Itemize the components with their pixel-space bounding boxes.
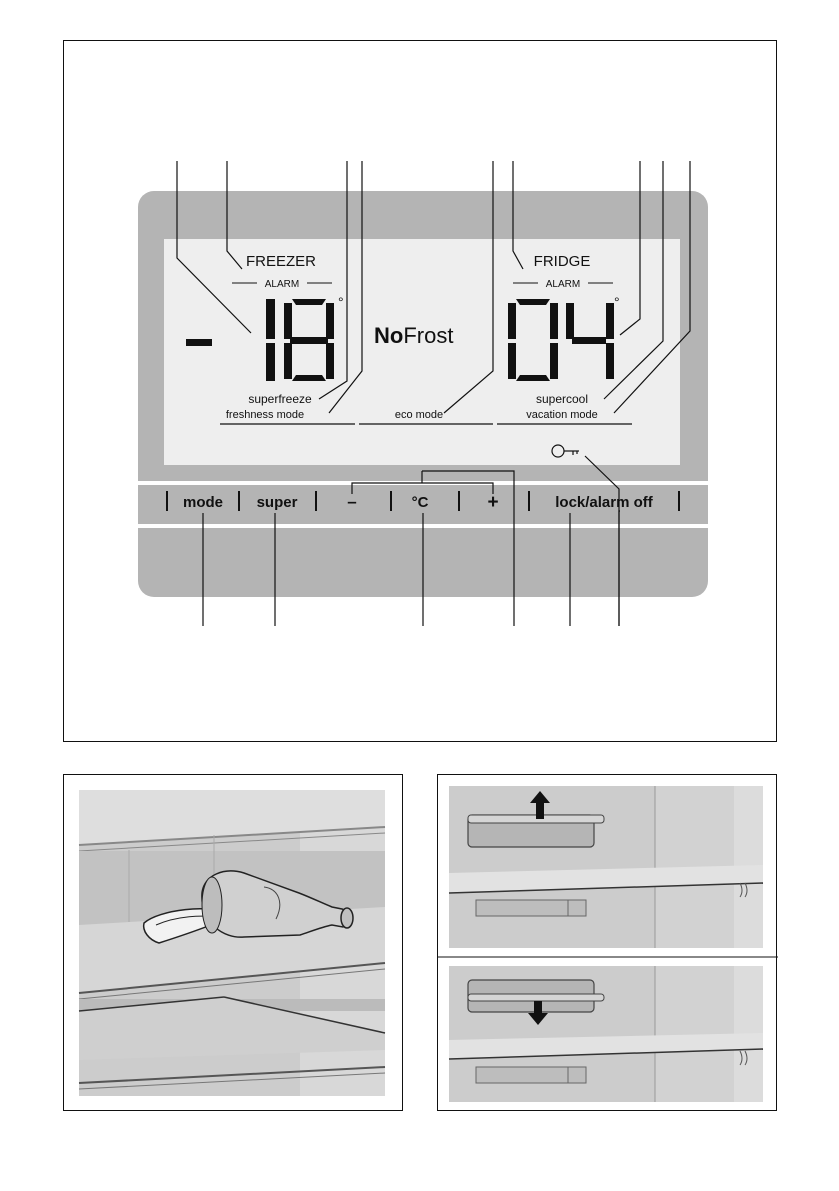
fridge-temp-digits [508,299,614,381]
key-icon [551,444,579,458]
fridge-alarm-label: ALARM [546,279,580,290]
freezer-degree-symbol: ° [338,294,344,310]
wine-shelf-illustration [78,790,386,1096]
arrow-up-icon [530,791,550,819]
storage-compartment-figure [437,774,778,1111]
nofrost-bold: No [374,323,403,348]
freezer-label: FREEZER [246,253,316,270]
fridge-label: FRIDGE [534,253,591,270]
minus-sign-segment [186,339,212,346]
bottom-callout-lines [202,455,620,626]
vacation-mode-label: vacation mode [526,409,598,421]
unit-button[interactable]: °C [412,494,429,511]
storage-compartment-illustration [438,786,778,1102]
lcd-screen [164,239,680,465]
supercool-label: supercool [536,392,588,406]
freezer-alarm-label: ALARM [265,279,299,290]
freezer-temp-digits [266,299,334,381]
lock-alarm-off-button[interactable]: lock/alarm off [555,494,654,511]
wine-shelf-figure [63,774,403,1111]
arrow-down-icon [528,1001,548,1025]
eco-mode-label: eco mode [395,409,443,421]
control-panel-figure: FREEZER ALARM FRIDGE ALARM ° 18 NoFrost [63,40,777,742]
nofrost-logo: NoFrost [374,323,453,348]
plus-button[interactable]: + [487,492,498,513]
freshness-mode-label: freshness mode [226,409,304,421]
control-panel-diagram: FREEZER ALARM FRIDGE ALARM ° 18 NoFrost [138,161,708,626]
nofrost-light: Frost [403,323,453,348]
super-button[interactable]: super [257,494,298,511]
fridge-degree-symbol: ° [614,294,620,310]
mode-button[interactable]: mode [183,494,223,511]
wine-bottle-icon [201,870,354,938]
top-callout-lines [176,161,691,414]
minus-button[interactable]: – [347,492,356,511]
button-separators [166,491,680,511]
superfreeze-label: superfreeze [248,392,312,406]
